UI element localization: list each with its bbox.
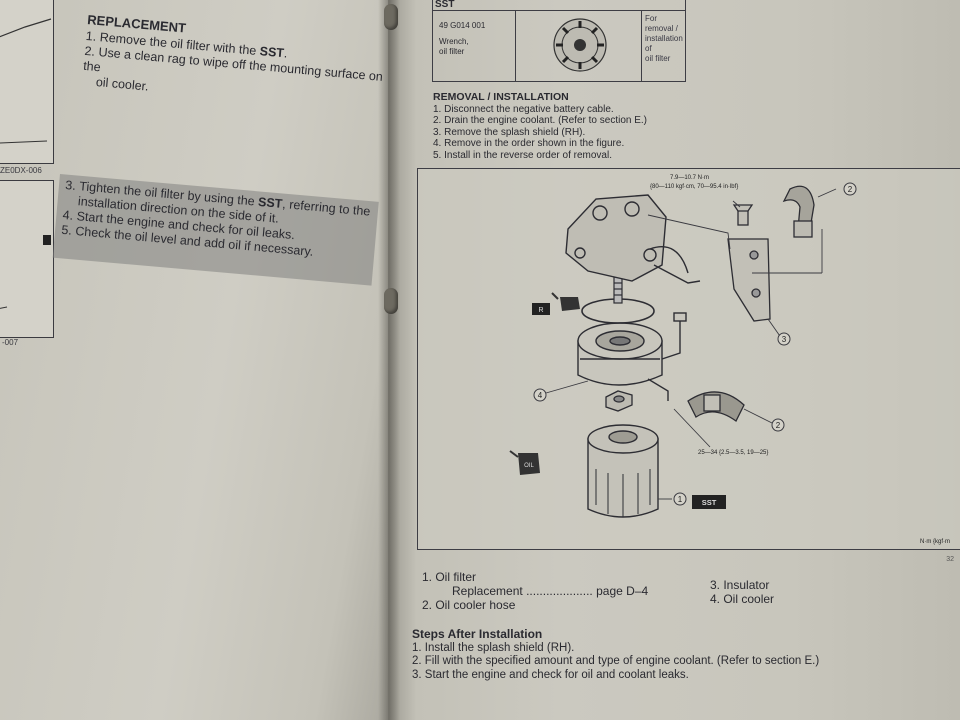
- steps-after-installation: Steps After Installation 1. Install the …: [412, 627, 820, 682]
- legend-item-oil-filter: 1. Oil filter: [422, 570, 477, 584]
- callout-label: 3: [782, 335, 787, 344]
- legend-item-insulator: 3. Insulator: [710, 578, 770, 592]
- left-page: ZE0DX-006 -007 REPLACEMENT 1.Remove the …: [0, 0, 392, 720]
- sst-badge: SST: [692, 495, 726, 509]
- binder-ring: [384, 4, 398, 30]
- sst-table: SST 49 G014 001 Wrench, oil filter For r…: [432, 0, 686, 82]
- torque-spec-filter: 25—34 {2.5—3.5, 19—25}: [698, 450, 768, 456]
- hose-lower-drawing: [687, 391, 745, 422]
- removal-heading: REMOVAL / INSTALLATION: [433, 91, 569, 103]
- legend-item-oil-cooler: 4. Oil cooler: [710, 592, 775, 606]
- removal-step: 3. Remove the splash shield (RH).: [433, 126, 586, 138]
- units-note: N·m {kgf·m: [920, 539, 950, 545]
- after-step: 3. Start the engine and check for oil an…: [412, 668, 689, 681]
- removal-step: 2. Drain the engine coolant. (Refer to s…: [433, 115, 648, 126]
- insulator-drawing: [727, 204, 771, 322]
- callout-circle: [771, 418, 785, 432]
- callout-label: 1: [678, 495, 683, 504]
- sst-part-name-2: oil filter: [439, 47, 465, 56]
- figure-id-2: -007: [2, 338, 19, 347]
- svg-text:R: R: [538, 307, 543, 314]
- legend-item-oil-filter-ref: Replacement .................... page D–…: [452, 584, 649, 598]
- hose-upper-drawing: [782, 185, 815, 238]
- replacement-section: REPLACEMENT 1.Remove the oil filter with…: [81, 12, 387, 115]
- removal-step: 4. Remove in the order shown in the figu…: [433, 138, 625, 149]
- r-badge: R: [532, 303, 550, 315]
- sst-purpose-cell: For removal / installation of oil filter: [645, 14, 683, 63]
- sst-part-name-1: Wrench,: [439, 37, 469, 46]
- legend-item-oil-cooler-hose: 2. Oil cooler hose: [422, 598, 516, 612]
- figure-line-art: [0, 18, 52, 144]
- sst-table-header: SST: [433, 0, 685, 11]
- callout-label: 2: [776, 421, 781, 430]
- sst-part-cell: 49 G014 001 Wrench, oil filter: [439, 21, 485, 57]
- callout-circle: [843, 182, 857, 196]
- callout-circle: [533, 388, 547, 402]
- callout-label: 4: [538, 391, 543, 400]
- after-step: 1. Install the splash shield (RH).: [412, 641, 575, 654]
- torque-spec-bolt: 7.9—10.7 N·m: [670, 175, 709, 181]
- sst-part-number: 49 G014 001: [439, 21, 486, 30]
- stud-drawing: [613, 276, 623, 304]
- oil-filter-drawing: [587, 424, 659, 518]
- torque-spec-bolt-alt-units: {80—110 kgf·cm, 70—95.4 in·lbf}: [650, 184, 738, 190]
- removal-step: 1. Disconnect the negative battery cable…: [433, 103, 614, 115]
- removal-installation-section: REMOVAL / INSTALLATION 1. Disconnect the…: [433, 91, 648, 161]
- page-number: 32: [946, 556, 954, 563]
- parts-legend-left: 1. Oil filter Replacement ..............…: [422, 570, 648, 612]
- callout-circle: [673, 492, 687, 506]
- callout-label: 2: [848, 185, 853, 194]
- mount-housing-drawing: [565, 194, 701, 284]
- after-heading: Steps After Installation: [412, 627, 543, 641]
- book-gutter: [378, 0, 400, 720]
- figure-id-1: ZE0DX-006: [0, 166, 42, 175]
- parts-legend-right: 3. Insulator 4. Oil cooler: [710, 578, 774, 606]
- oil-badge-label: OIL: [524, 463, 534, 469]
- oil-can-icon: [551, 292, 580, 311]
- callout-circle: [777, 332, 791, 346]
- removal-step: 5. Install in the reverse order of remov…: [433, 149, 612, 161]
- figure-line-art: [0, 235, 51, 309]
- nut-drawing: [605, 390, 633, 412]
- left-figure-fragment-2: [0, 180, 54, 338]
- right-page: SST 49 G014 001 Wrench, oil filter For r…: [388, 0, 960, 720]
- exploded-view-diagram: 1 2 2 3 4 7.9—10.7 N·m {80—110 kgf·cm, 7…: [417, 168, 960, 550]
- oil-filter-wrench-icon: [553, 18, 607, 72]
- binder-ring: [384, 288, 398, 314]
- exploded-view-drawing: 1 2 2 3 4 7.9—10.7 N·m {80—110 kgf·cm, 7…: [509, 175, 950, 545]
- oil-can-icon: OIL: [509, 450, 540, 475]
- left-figure-fragment-1: [0, 0, 54, 164]
- oil-cooler-drawing: [577, 312, 687, 401]
- after-step: 2. Fill with the specified amount and ty…: [412, 655, 820, 667]
- svg-text:SST: SST: [702, 498, 717, 507]
